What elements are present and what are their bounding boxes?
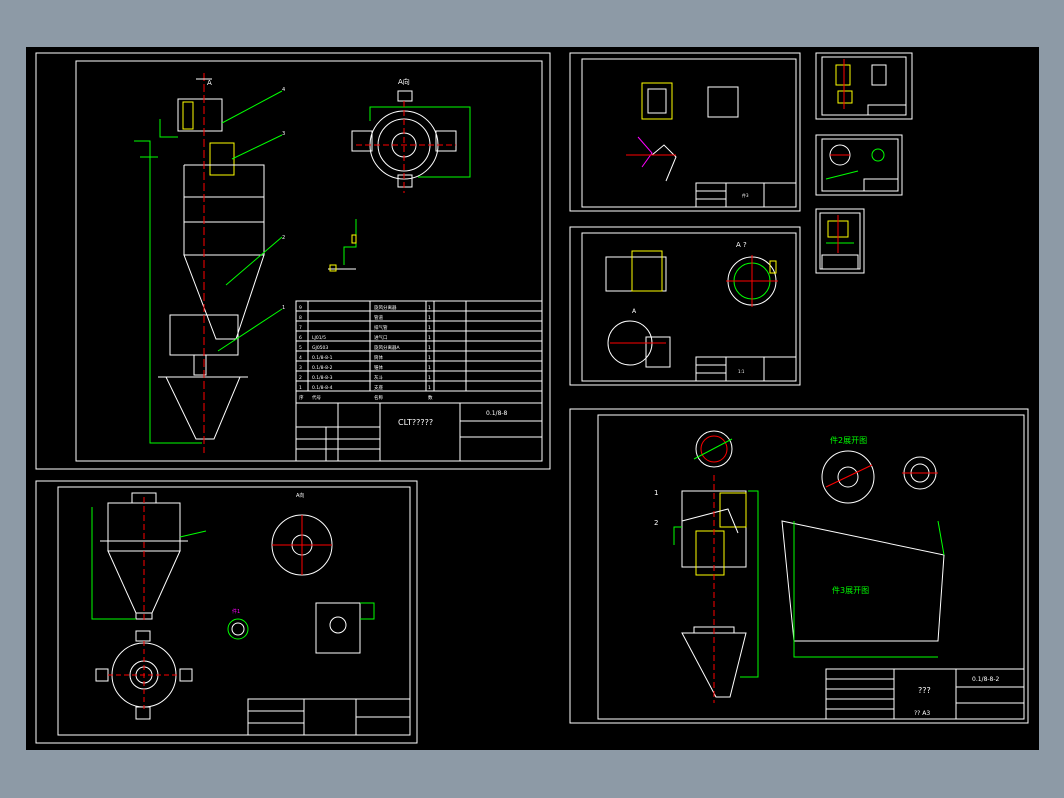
- bom-cell-name: 进气口: [374, 334, 388, 341]
- sheet-5-drawing-no: 0.1/8-8-2: [972, 676, 1000, 683]
- bom-header-no: 序: [299, 394, 304, 401]
- leader-lines: [217, 90, 283, 352]
- flat-pattern-1: [821, 450, 875, 504]
- bom-cell-name: 排气管: [374, 324, 388, 331]
- bom-cell-qty: 1: [428, 365, 431, 371]
- bom-cell-qty: 1: [428, 385, 431, 391]
- sheet-5-title-1: 件2展开图: [830, 435, 867, 445]
- sheet-5[interactable]: [569, 408, 1029, 724]
- bom-cell-no: 3: [299, 365, 302, 371]
- bom-cell-no: 6: [299, 335, 302, 341]
- bom-cell-qty: 1: [428, 325, 431, 331]
- sheet-3-title: 件3: [742, 192, 749, 198]
- sheet-5-label-1: 1: [654, 489, 658, 497]
- cyclone-detail-view: [673, 430, 759, 703]
- bom-cell-name: 支座: [374, 384, 383, 391]
- sheet-5-border: [569, 408, 1029, 724]
- sheet-1-drawing-no: 0.1/8-8: [486, 410, 508, 417]
- sheet-3-inner-frame: [581, 58, 797, 208]
- model-space-canvas[interactable]: A 4 3 2 1: [26, 47, 1039, 750]
- sheet-3-title-block: [695, 182, 797, 208]
- bottom-flange: [95, 630, 193, 720]
- bom-cell-no: 1: [299, 385, 302, 391]
- item-label-3: 2: [282, 235, 285, 241]
- view-a-arrow-label: A: [207, 79, 212, 87]
- bom-cell-qty: 1: [428, 345, 431, 351]
- small-detail: [328, 219, 357, 272]
- bom-header-qty: 数: [428, 394, 433, 401]
- cad-drawing: A 4 3 2 1: [35, 52, 1029, 744]
- bom-cell-qty: 1: [428, 315, 431, 321]
- sheet-5-title-2: 件3展开图: [832, 585, 869, 595]
- bom-cell-qty: 1: [428, 335, 431, 341]
- bom-cell-name: 旋风分离器A: [374, 344, 400, 351]
- flat-pattern-2: [902, 456, 938, 490]
- flat-pattern-3: [781, 520, 945, 658]
- thumbnail-sheet-2[interactable]: [815, 134, 903, 196]
- sheet-5-sheet-size: ?? A3: [914, 710, 930, 717]
- sheet-4-a-label: A: [632, 308, 637, 315]
- flange-plate: [271, 514, 333, 576]
- sheet-4-title-block: [695, 356, 797, 382]
- sheet-2-border: [35, 480, 418, 744]
- thumbnail-sheet-1[interactable]: [815, 52, 913, 120]
- plate-detail: [315, 602, 375, 654]
- sheet-2-title-block: [247, 698, 411, 736]
- sheet-5-title: ???: [918, 686, 931, 695]
- thumbnail-sheet-3[interactable]: [815, 208, 865, 274]
- sheet-3-border: [569, 52, 801, 212]
- item-label-4: 1: [282, 305, 285, 311]
- bom-cell-qty: 1: [428, 375, 431, 381]
- bom-cell-name: 旋风分离器: [374, 304, 397, 311]
- sheet-1[interactable]: A 4 3 2 1: [35, 52, 551, 470]
- bom-cell-qty: 1: [428, 355, 431, 361]
- sheet-4-inner-frame: [581, 232, 797, 382]
- bom-cell-code: 0.1/8-8-2: [312, 365, 333, 371]
- cyclone-assembly-view: [134, 73, 265, 453]
- bom-cell-no: 8: [299, 315, 302, 321]
- bom-cell-no: 4: [299, 355, 302, 361]
- bom-header-code: 代号: [312, 394, 321, 401]
- bom-cell-code: 0.1/8-8-4: [312, 385, 333, 391]
- sheet-5-inner-frame: [597, 414, 1025, 720]
- hopper-view: [91, 492, 207, 623]
- sheet-4-view-label: A ?: [736, 241, 747, 249]
- bom-cell-name: 灰斗: [374, 374, 383, 381]
- view-a: [351, 90, 471, 193]
- bom-cell-qty: 1: [428, 305, 431, 311]
- sheet-1-title: CLT?????: [398, 418, 433, 427]
- sheet-1-inner-frame: [75, 60, 543, 462]
- sheet-5-label-2: 2: [654, 519, 658, 527]
- sheet-2[interactable]: A向 件1: [35, 480, 418, 744]
- bom-cell-name: 筒体: [374, 354, 383, 361]
- bom-cell-code: LJ01/5: [312, 335, 326, 341]
- sheet-2-inner-frame: [57, 486, 411, 736]
- bom-cell-code: GJ0503: [312, 345, 328, 351]
- bom-cell-name: 管道: [374, 314, 383, 321]
- bom-cell-code: 0.1/8-8-1: [312, 355, 333, 361]
- bom-cell-name: 锥体: [374, 364, 383, 371]
- bom-rows: 9 旋风分离器 1 8 管道 1 7 排气管 1 6 LJ01/5 进气口 1 5 GJ0503 旋风分离器A…: [299, 304, 433, 401]
- bom-cell-code: 0.1/8-8-3: [312, 375, 333, 381]
- item-label-2: 3: [282, 131, 285, 137]
- bom-table: [295, 300, 543, 462]
- sheet-4[interactable]: 1:1: [569, 226, 801, 386]
- bom-cell-no: 2: [299, 375, 302, 381]
- bom-cell-no: 7: [299, 325, 302, 331]
- sheet-2-label: A向: [296, 492, 304, 499]
- sheet-5-title-block: [825, 668, 1025, 720]
- view-a-title: A向: [398, 77, 410, 86]
- sheet-1-border: [35, 52, 551, 470]
- sheet-4-border: [569, 226, 801, 386]
- sheet-3[interactable]: 件3: [569, 52, 801, 212]
- bom-header-name: 名称: [374, 394, 383, 401]
- sheet-2-label-2: 件1: [232, 608, 240, 615]
- sheet-4-title: 1:1: [738, 369, 745, 374]
- item-label-1: 4: [282, 87, 285, 93]
- bom-cell-no: 9: [299, 305, 302, 311]
- bom-cell-no: 5: [299, 345, 302, 351]
- ring-detail: [227, 618, 249, 640]
